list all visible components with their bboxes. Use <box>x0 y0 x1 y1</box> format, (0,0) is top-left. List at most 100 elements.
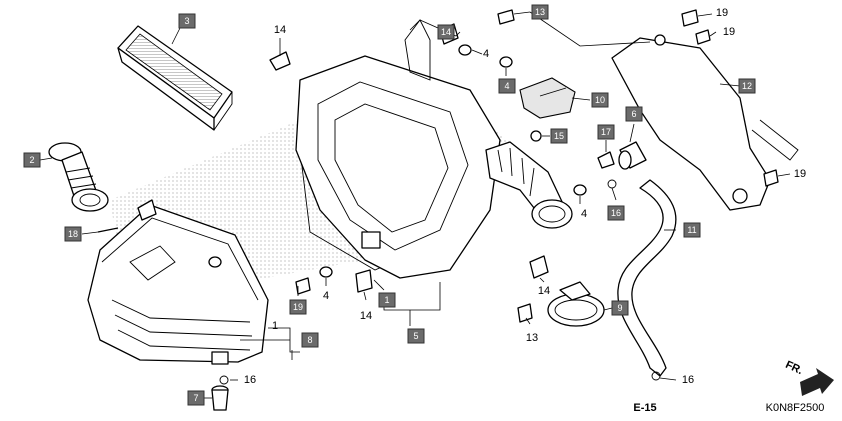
callout-box <box>23 152 41 168</box>
callout-1: 1 <box>272 320 278 332</box>
clip-14-right <box>529 255 549 279</box>
callout-text: 16 <box>682 374 694 386</box>
callout-16: 16 <box>244 374 256 386</box>
bolt-13-top <box>497 9 515 25</box>
boxed-callout-17: 17 <box>597 124 615 140</box>
callout-text: 19 <box>293 302 303 312</box>
callout-text: 14 <box>274 24 286 36</box>
clip-16-a <box>607 179 617 189</box>
boxed-callout-9: 9 <box>611 300 629 316</box>
boxed-callout-19: 19 <box>289 299 307 315</box>
grommet-4-c <box>319 266 333 278</box>
callout-4: 4 <box>323 290 329 302</box>
callout-box <box>607 205 625 221</box>
boxed-callout-11: 11 <box>683 222 701 238</box>
callout-box <box>187 390 205 406</box>
drain-plug <box>211 385 229 411</box>
boxed-callout-13: 13 <box>531 4 549 20</box>
callout-box <box>738 78 756 94</box>
callout-text: 6 <box>631 109 636 119</box>
boxed-callout-18: 18 <box>64 226 82 242</box>
callout-14: 14 <box>360 310 372 322</box>
callout-text: 7 <box>193 393 198 403</box>
callout-text: 1 <box>384 295 389 305</box>
callout-16: 16 <box>682 374 694 386</box>
screw-18 <box>97 227 119 233</box>
callout-box <box>178 13 196 29</box>
callout-box <box>301 332 319 348</box>
callout-text: 14 <box>441 27 451 37</box>
callout-text: 19 <box>794 168 806 180</box>
callout-text: 13 <box>526 332 538 344</box>
callout-text: 11 <box>687 225 696 235</box>
callout-box <box>683 222 701 238</box>
boxed-callout-10: 10 <box>591 92 609 108</box>
callout-text: 10 <box>595 95 605 105</box>
boxed-callout-6: 6 <box>625 106 643 122</box>
drain-hose <box>617 179 677 377</box>
callout-19: 19 <box>716 7 728 19</box>
callout-box <box>611 300 629 316</box>
hardware-items <box>97 9 779 385</box>
callout-box <box>625 106 643 122</box>
boxed-callout-14: 14 <box>437 24 455 40</box>
air-cleaner-cover <box>87 199 269 365</box>
boxed-callout-3: 3 <box>178 13 196 29</box>
callout-text: 14 <box>538 285 550 297</box>
boxed-callout-5: 5 <box>407 328 425 344</box>
clip-16-b <box>219 375 229 385</box>
mounting-bracket <box>611 34 799 211</box>
rubber-duct <box>48 142 109 212</box>
callout-text: 13 <box>535 7 545 17</box>
boxed-callout-7: 7 <box>187 390 205 406</box>
leader-lines <box>39 11 791 399</box>
collar <box>618 141 647 170</box>
callout-text: 16 <box>611 208 621 218</box>
connecting-tube <box>485 141 573 229</box>
callout-text: 3 <box>184 16 189 26</box>
direction-label: FR. <box>783 359 804 377</box>
callout-19: 19 <box>723 26 735 38</box>
callout-box <box>550 128 568 144</box>
callout-text: 19 <box>723 26 735 38</box>
clip-17 <box>597 151 615 169</box>
boxed-callout-1: 1 <box>378 292 396 308</box>
boxed-callout-4: 4 <box>498 78 516 94</box>
callout-text: 9 <box>617 303 622 313</box>
callout-13: 13 <box>526 332 538 344</box>
callout-box <box>378 292 396 308</box>
bolt-19-c <box>763 169 779 187</box>
grommet-4-d <box>573 184 587 196</box>
callout-box <box>289 299 307 315</box>
callout-box <box>531 4 549 20</box>
air-filter-element <box>117 25 233 131</box>
callout-text: 14 <box>360 310 372 322</box>
callout-4: 4 <box>483 48 489 60</box>
front-direction-arrow: FR. <box>783 359 834 396</box>
boxed-callout-8: 8 <box>301 332 319 348</box>
boxed-callout-15: 15 <box>550 128 568 144</box>
clip-14-top <box>269 51 291 71</box>
callout-text: 4 <box>323 290 329 302</box>
grommet-4-b <box>499 56 513 68</box>
air-cleaner-case <box>295 19 501 279</box>
callout-4: 4 <box>581 208 587 220</box>
callout-text: 15 <box>554 131 564 141</box>
bolt-13-lower <box>517 303 533 323</box>
clip-15 <box>530 130 542 142</box>
callout-text: 17 <box>601 127 611 137</box>
callout-19: 19 <box>794 168 806 180</box>
clip-16-c <box>651 371 661 381</box>
grommet-4-a <box>458 44 472 56</box>
callout-text: 1 <box>272 320 278 332</box>
callout-box <box>64 226 82 242</box>
callout-text: 4 <box>581 208 587 220</box>
boxed-callout-16: 16 <box>607 205 625 221</box>
callout-text: 19 <box>716 7 728 19</box>
callout-text: 8 <box>307 335 312 345</box>
callout-text: 2 <box>29 155 34 165</box>
clip-14-lower <box>355 269 373 293</box>
callout-box <box>498 78 516 94</box>
